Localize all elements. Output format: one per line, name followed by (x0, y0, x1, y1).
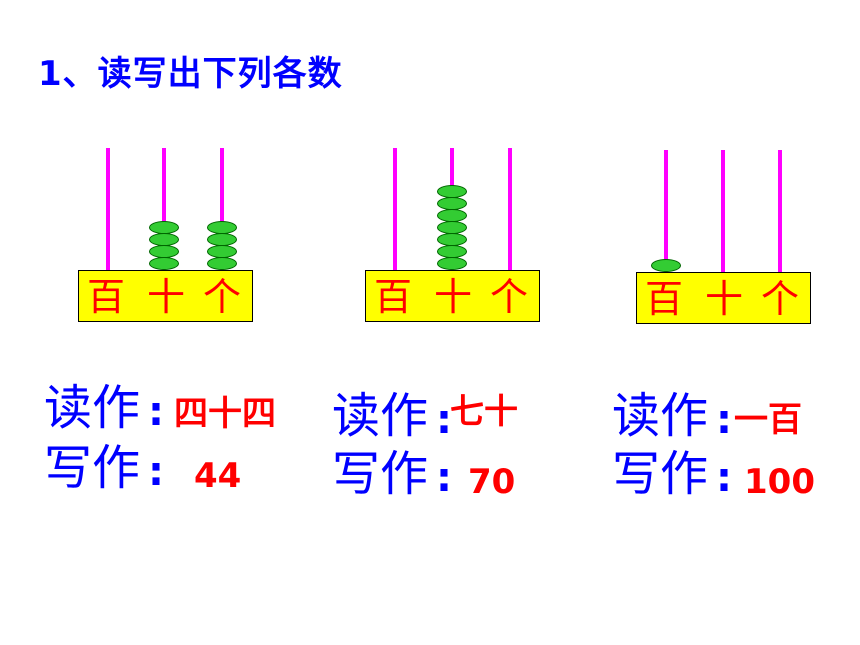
read-label: 读作 (44, 380, 141, 436)
bead (149, 221, 179, 234)
write-colon: : (716, 455, 732, 501)
abacus-base: 百 十 个 (636, 272, 811, 324)
bead (149, 233, 179, 246)
rod-ones (220, 148, 224, 270)
read-label: 读作 (332, 388, 429, 444)
rod-hundreds (393, 148, 397, 270)
read-colon: : (436, 397, 452, 443)
write-label: 写作 (612, 446, 709, 502)
bead (437, 197, 467, 210)
bead (437, 221, 467, 234)
abacus-2: 百 十 个 (365, 148, 540, 328)
label-tens: 十 (147, 275, 186, 319)
exercise-title: 1、读写出下列各数 (38, 54, 343, 94)
label-ones: 个 (490, 275, 529, 319)
label-ones: 个 (203, 275, 242, 319)
write-answer: 100 (744, 462, 815, 502)
abacus-base: 百 十 个 (365, 270, 540, 322)
rod-hundreds (664, 150, 668, 272)
read-label: 读作 (612, 388, 709, 444)
label-tens: 十 (705, 277, 744, 321)
write-colon: : (436, 455, 452, 501)
rod-tens (721, 150, 725, 272)
abacus-1: 百 十 个 (78, 148, 253, 328)
bead (207, 233, 237, 246)
rod-hundreds (106, 148, 110, 270)
bead (207, 245, 237, 258)
bead (651, 259, 681, 272)
bead (207, 221, 237, 234)
write-answer: 70 (468, 462, 516, 502)
bead (149, 257, 179, 270)
bead (207, 257, 237, 270)
write-label: 写作 (332, 446, 429, 502)
label-tens: 十 (434, 275, 473, 319)
write-answer: 44 (194, 456, 242, 496)
read-answer: 一百 (734, 400, 802, 440)
rod-ones (508, 148, 512, 270)
write-colon: : (148, 449, 164, 495)
label-hundreds: 百 (645, 277, 684, 321)
read-answer: 四十四 (174, 394, 276, 434)
bead (437, 209, 467, 222)
write-label: 写作 (44, 440, 141, 496)
abacus-3: 百 十 个 (636, 150, 811, 330)
abacus-base: 百 十 个 (78, 270, 253, 322)
read-colon: : (716, 397, 732, 443)
label-hundreds: 百 (374, 275, 413, 319)
rod-ones (778, 150, 782, 272)
bead (437, 185, 467, 198)
bead (149, 245, 179, 258)
rod-tens (162, 148, 166, 270)
bead (437, 257, 467, 270)
label-hundreds: 百 (87, 275, 126, 319)
label-ones: 个 (761, 277, 800, 321)
read-answer: 七十 (450, 392, 518, 432)
bead (437, 245, 467, 258)
bead (437, 233, 467, 246)
read-colon: : (148, 389, 164, 435)
